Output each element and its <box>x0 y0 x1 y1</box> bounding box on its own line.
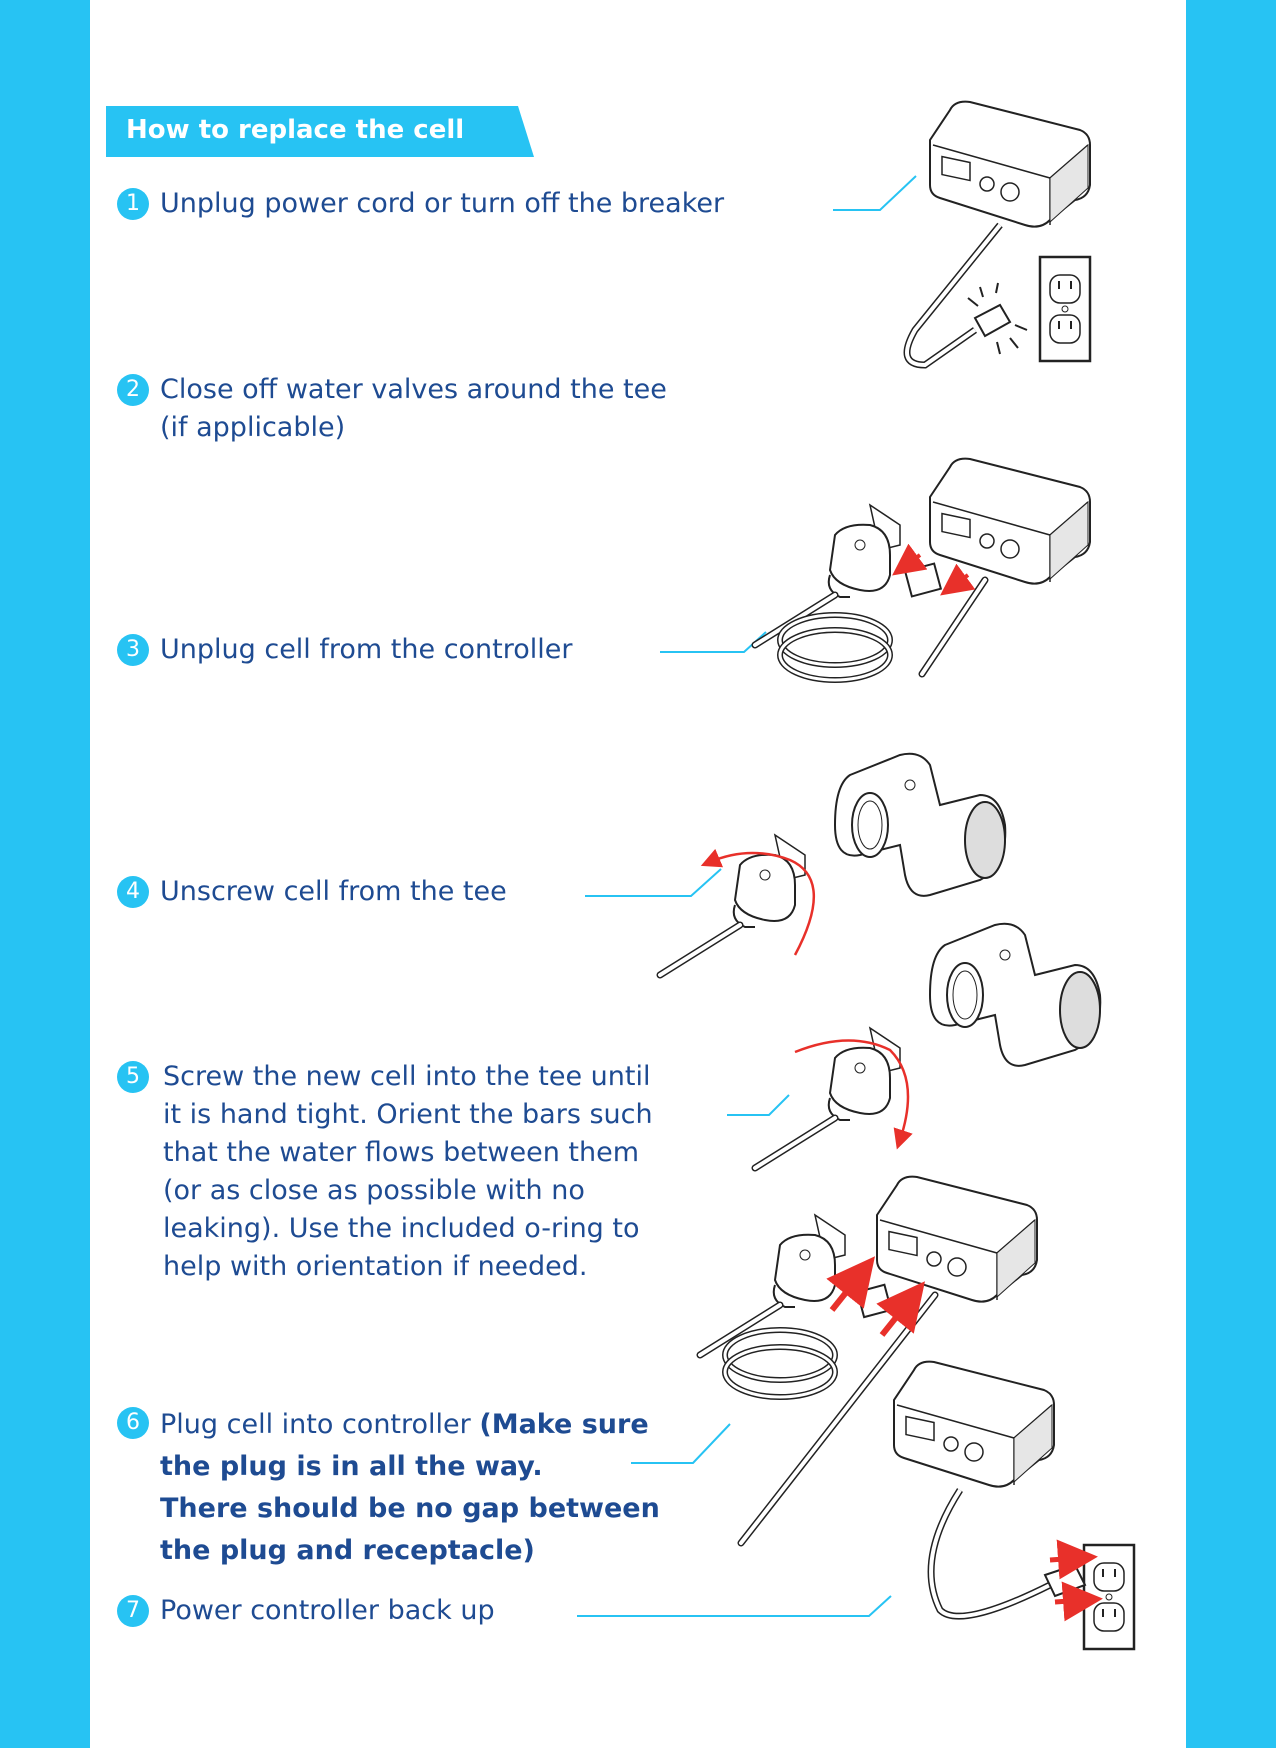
left-margin-band <box>0 0 90 1748</box>
section-header: How to replace the cell <box>106 106 534 157</box>
step-4-badge: 4 <box>117 876 149 908</box>
step-1-text: Unplug power cord or turn off the breake… <box>160 188 725 219</box>
step-5-line: it is hand tight. Orient the bars such <box>163 1099 653 1130</box>
leader-line-5 <box>727 1094 790 1116</box>
power-back-up-illustration <box>893 1360 1136 1651</box>
step-6-main: Plug cell into controller <box>160 1409 471 1440</box>
step-2-text: Close off water valves around the tee (i… <box>160 371 667 447</box>
step-5-line: Screw the new cell into the tee until <box>163 1061 651 1092</box>
step-4-text: Unscrew cell from the tee <box>160 876 507 907</box>
step-6-note: There should be no gap between <box>160 1493 660 1524</box>
step-6-badge: 6 <box>117 1407 149 1439</box>
step-5-line: leaking). Use the included o-ring to <box>163 1213 640 1244</box>
screw-new-cell-illustration <box>755 922 1102 1168</box>
step-7-badge: 7 <box>117 1595 149 1627</box>
step-5-line: that the water flows between them <box>163 1137 640 1168</box>
step-2-line: Close off water valves around the tee <box>160 374 667 405</box>
leader-line-3 <box>660 631 767 653</box>
right-margin-band <box>1186 0 1276 1748</box>
step-5-badge: 5 <box>117 1061 149 1093</box>
plug-cell-illustration <box>700 1175 1038 1547</box>
leader-line-7 <box>577 1595 892 1617</box>
leader-line-6 <box>631 1423 731 1464</box>
step-6-note: the plug and receptacle) <box>160 1535 535 1566</box>
step-6-text: Plug cell into controller (Make sure the… <box>160 1404 660 1572</box>
step-6-note: the plug is in all the way. <box>160 1451 543 1482</box>
step-2-line: (if applicable) <box>160 412 346 443</box>
controller-unplugged-illustration <box>903 100 1092 369</box>
section-title: How to replace the cell <box>126 115 465 145</box>
step-2-badge: 2 <box>117 374 149 406</box>
step-5-line: (or as close as possible with no <box>163 1175 585 1206</box>
unplug-cell-illustration <box>755 457 1091 683</box>
leader-line-1 <box>833 175 917 211</box>
step-3-badge: 3 <box>117 634 149 666</box>
step-1-badge: 1 <box>117 188 149 220</box>
leader-line-4 <box>585 868 722 897</box>
step-5-text: Screw the new cell into the tee until it… <box>163 1058 653 1286</box>
step-6-note: (Make sure <box>479 1409 649 1440</box>
step-7-text: Power controller back up <box>160 1595 495 1626</box>
unscrew-cell-illustration <box>660 752 1007 975</box>
step-5-line: help with orientation if needed. <box>163 1251 588 1282</box>
step-3-text: Unplug cell from the controller <box>160 634 573 665</box>
